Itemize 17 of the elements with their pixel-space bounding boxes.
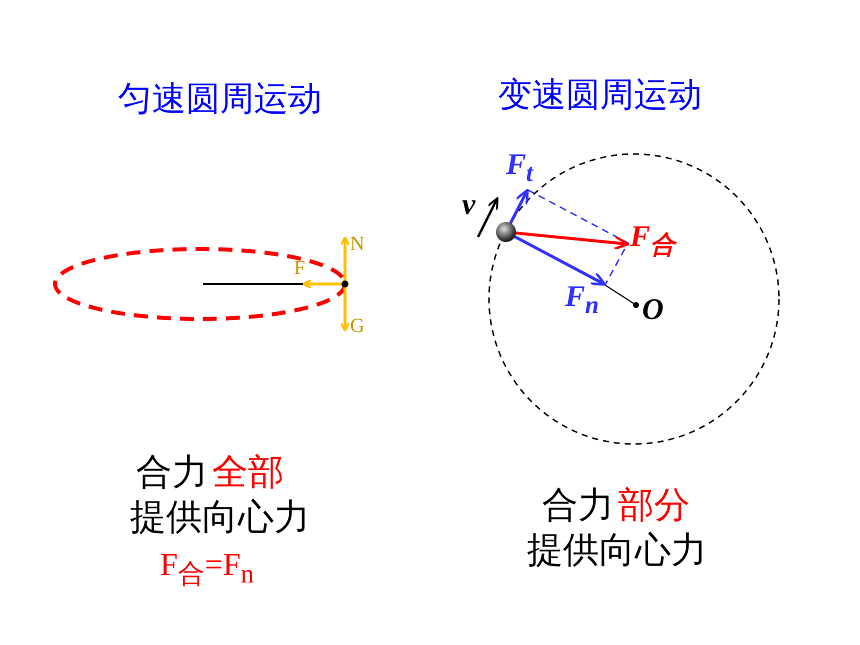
caption-text: 全部: [212, 455, 284, 491]
force-label: F$_{合}$: [630, 222, 676, 258]
force-label: N: [350, 234, 364, 254]
caption-text: 提供向心力: [130, 500, 310, 536]
center-label: O: [642, 295, 664, 325]
formula: F$_{合}$=F$_{n}$: [160, 548, 254, 588]
heading: 变速圆周运动: [498, 78, 702, 112]
force-label: G: [350, 316, 364, 336]
caption-text: 部分: [618, 488, 690, 524]
caption-text: 合力: [136, 455, 208, 491]
caption-text: 提供向心力: [527, 533, 707, 569]
force-label: F$_{n}$: [565, 282, 599, 318]
heading: 匀速圆周运动: [118, 82, 322, 116]
force-label: F: [294, 258, 306, 278]
velocity-label: v: [462, 190, 476, 220]
force-label: F$_{t}$: [506, 150, 533, 186]
caption-text: 合力: [542, 488, 614, 524]
